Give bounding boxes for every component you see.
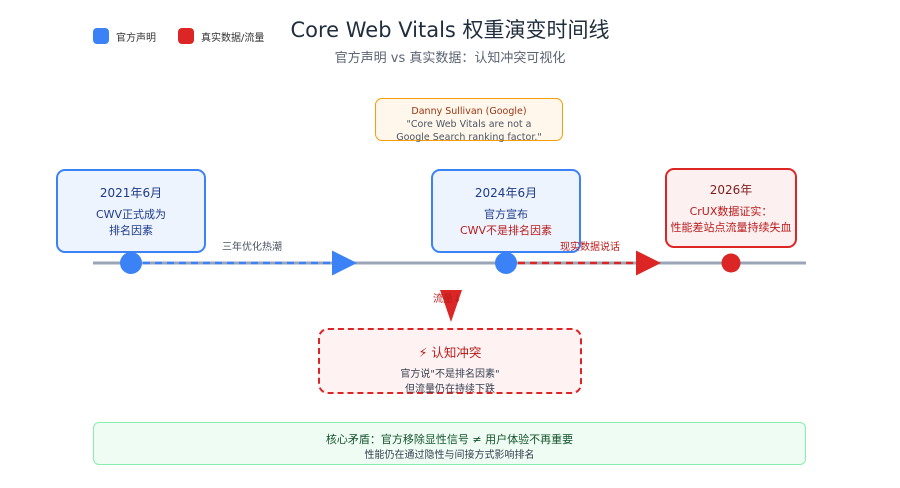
event-box-2024: 2024年6月 官方宣布 CWV不是排名因素: [431, 169, 581, 253]
event-date-2026: 2026年: [709, 182, 753, 197]
event-box-2026: 2026年 CrUX数据证实： 性能差站点流量持续失血: [665, 168, 797, 248]
legend-label-data: 真实数据/流量: [201, 32, 265, 44]
page-title: Core Web Vitals 权重演变时间线: [290, 18, 610, 42]
event-desc-2024-line1: 官方宣布: [484, 207, 528, 221]
conflict-title: ⚡ 认知冲突: [418, 345, 482, 360]
milestone-dot-2024: [495, 252, 517, 274]
legend-item-data: 真实数据/流量: [178, 28, 264, 44]
legend-swatch-red: [178, 28, 194, 44]
event-date-2021: 2021年6月: [99, 185, 163, 200]
milestone-dot-2026: [721, 253, 741, 273]
event-desc-2021-line2: 排名因素: [109, 223, 153, 237]
core-line-1: 核心矛盾：官方移除显性信号 ≠ 用户体验不再重要: [325, 433, 574, 446]
quote-line-1: "Core Web Vitals are not a: [406, 119, 532, 130]
segment-label-reality: 现实数据说话: [560, 242, 620, 253]
core-contradiction-box: 核心矛盾：官方移除显性信号 ≠ 用户体验不再重要 性能仍在通过隐性与间接方式影响…: [93, 422, 806, 465]
segment-label-optimization: 三年优化热潮: [222, 242, 282, 253]
event-desc-2021-line1: CWV正式成为: [95, 207, 167, 221]
legend-swatch-blue: [93, 28, 109, 44]
event-date-2024: 2024年6月: [474, 185, 538, 200]
legend-label-official: 官方声明: [116, 32, 156, 44]
conflict-box: ⚡ 认知冲突 官方说"不是排名因素" 但流量仍在持续下跌: [318, 328, 582, 395]
event-box-2021: 2021年6月 CWV正式成为 排名因素: [56, 169, 206, 253]
core-line-2: 性能仍在通过隐性与间接方式影响排名: [364, 450, 535, 461]
event-desc-2026-line2: 性能差站点流量持续失血: [670, 220, 792, 234]
page-subtitle: 官方声明 vs 真实数据：认知冲突可视化: [334, 51, 566, 66]
conflict-line-2: 但流量仍在持续下跌: [405, 384, 495, 395]
quote-line-2: Google Search ranking factor.": [396, 132, 542, 143]
milestone-dot-2021: [120, 252, 142, 274]
event-desc-2024-line2: CWV不是排名因素: [459, 223, 553, 237]
event-desc-2026-line1: CrUX数据证实：: [689, 204, 773, 218]
legend-item-official: 官方声明: [93, 28, 156, 44]
traffic-drop-label: 流量↓: [433, 294, 462, 305]
quote-box: Danny Sullivan (Google) "Core Web Vitals…: [375, 98, 563, 143]
conflict-line-1: 官方说"不是排名因素": [400, 369, 500, 380]
quote-author: Danny Sullivan (Google): [411, 106, 527, 117]
drop-arrow-icon: [440, 290, 462, 322]
